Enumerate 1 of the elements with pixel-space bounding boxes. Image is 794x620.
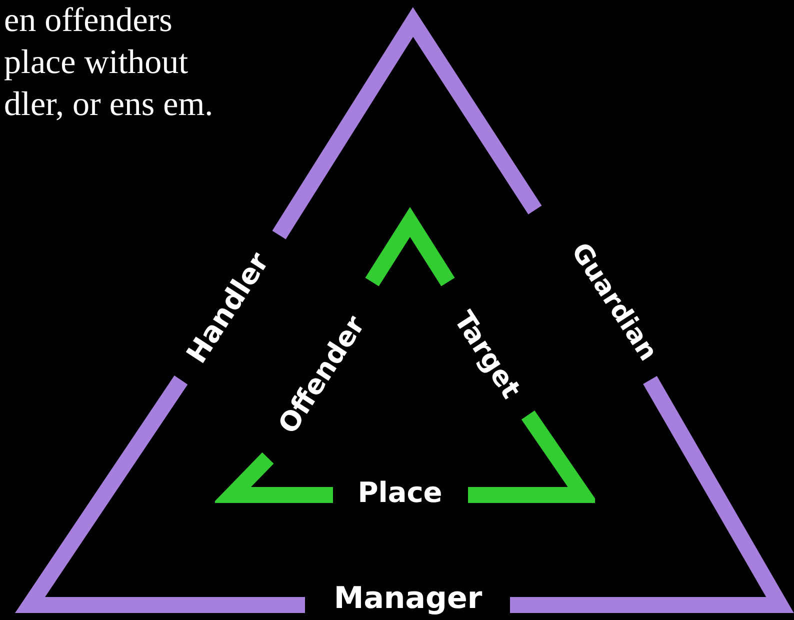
description-text: en offenders place without dler, or ens em.	[4, 1, 214, 125]
